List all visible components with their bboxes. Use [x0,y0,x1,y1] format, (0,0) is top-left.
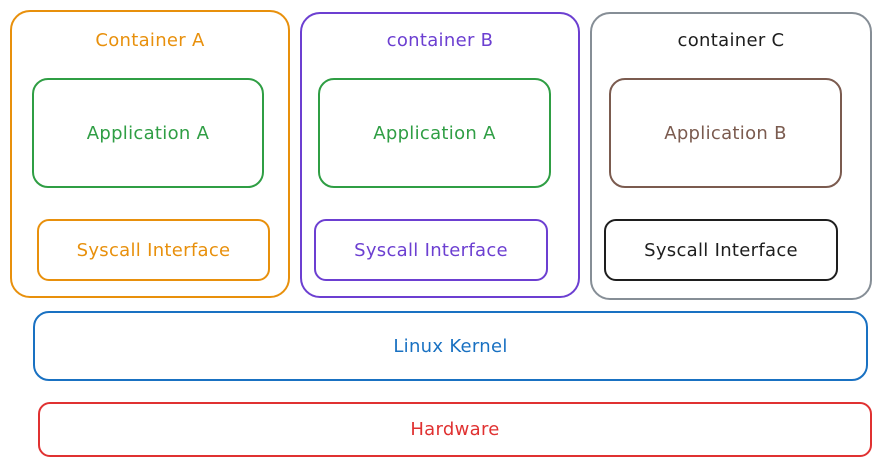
linux-kernel: Linux Kernel [33,311,868,381]
container-c: container C [590,12,872,300]
container-c-application: Application B [609,78,842,188]
container-b: container B [300,12,580,298]
container-c-title: container C [677,30,785,51]
container-c-syscall-interface: Syscall Interface [604,219,838,281]
container-b-application: Application A [318,78,551,188]
container-a-syscall-interface: Syscall Interface [37,219,270,281]
container-a: Container A [10,10,290,298]
container-a-title: Container A [95,30,205,51]
container-b-syscall-interface: Syscall Interface [314,219,548,281]
container-a-application: Application A [32,78,264,188]
container-b-title: container B [386,30,494,51]
hardware: Hardware [38,402,872,457]
